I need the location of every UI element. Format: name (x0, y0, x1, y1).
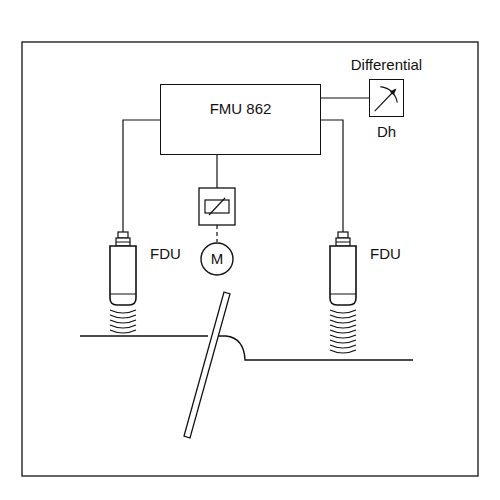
frame (22, 42, 478, 476)
sensor-body (328, 232, 358, 306)
ultrasonic-sensor: FDU (328, 232, 358, 306)
signal-wire (217, 155, 218, 242)
box-title: FMU 862 (161, 100, 320, 118)
channel-floor (80, 335, 208, 336)
label-holder: Dh (377, 123, 396, 141)
weir-profile (217, 336, 413, 360)
sensor-body (108, 232, 138, 306)
gate-plate (184, 292, 230, 438)
meter-dial (370, 80, 403, 116)
ultrasonic-sensor: FDU (108, 232, 138, 306)
sound-waves-right (330, 310, 356, 353)
meter-label: Differential (351, 56, 422, 73)
signal-wire (321, 98, 369, 99)
sensor-label: FDU (370, 245, 401, 262)
signal-wire (123, 120, 160, 232)
motor-letter: M (211, 250, 224, 268)
sound-waves-left (110, 310, 136, 333)
meter-quantity: Dh (377, 123, 396, 140)
differential-meter: DifferentialDh (369, 79, 404, 117)
label-holder: FDU (370, 245, 401, 263)
label-holder: FDU (150, 245, 181, 263)
relay-symbol (199, 188, 235, 225)
controller-box: FMU 862 (160, 84, 321, 155)
sensor-label: FDU (150, 245, 181, 262)
signal-wire (321, 120, 343, 232)
label-holder: Differential (351, 56, 422, 74)
motor-circle: M (200, 242, 234, 276)
